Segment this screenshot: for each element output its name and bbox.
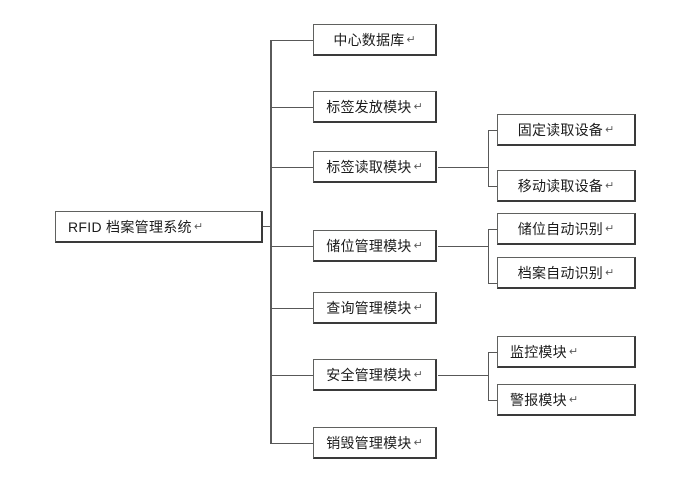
paragraph-mark-icon: ↵	[193, 221, 204, 233]
connector-node-6-spine	[488, 352, 489, 400]
paragraph-mark-icon: ↵	[604, 124, 615, 136]
node-mobile-reader-device[interactable]: 移动读取设备 ↵	[497, 170, 636, 202]
node-central-database-label: 中心数据库	[333, 31, 405, 48]
node-fixed-reader-device[interactable]: 固定读取设备 ↵	[497, 114, 636, 146]
paragraph-mark-icon: ↵	[413, 161, 423, 173]
paragraph-mark-icon: ↵	[604, 267, 615, 279]
node-destruction-management-module[interactable]: 销毁管理模块 ↵	[313, 427, 437, 459]
node-archive-auto-identification[interactable]: 档案自动识别 ↵	[497, 257, 636, 289]
connector-trunk-to-node-4	[270, 246, 314, 247]
node-query-management-module-label: 查询管理模块	[326, 299, 412, 316]
node-security-management-module-label: 安全管理模块	[326, 366, 412, 383]
paragraph-mark-icon: ↵	[413, 437, 423, 449]
connector-root-to-trunk	[262, 226, 272, 227]
paragraph-mark-icon: ↵	[413, 302, 423, 314]
node-fixed-reader-device-label: 固定读取设备	[517, 121, 603, 138]
node-monitoring-module-label: 监控模块	[510, 343, 567, 360]
paragraph-mark-icon: ↵	[604, 180, 615, 192]
connector-main-trunk	[270, 40, 272, 444]
node-alarm-module-label: 警报模块	[510, 391, 567, 408]
node-storage-auto-identification-label: 储位自动识别	[517, 220, 603, 237]
node-tag-reading-module-label: 标签读取模块	[326, 158, 412, 175]
node-storage-auto-identification[interactable]: 储位自动识别 ↵	[497, 213, 636, 245]
node-tag-issuing-module[interactable]: 标签发放模块 ↵	[313, 91, 437, 123]
node-security-management-module[interactable]: 安全管理模块 ↵	[313, 359, 437, 391]
connector-trunk-to-node-6	[270, 375, 314, 376]
node-root[interactable]: RFID 档案管理系统 ↵	[55, 211, 263, 243]
connector-trunk-to-node-1	[270, 40, 314, 41]
connector-node-4-to-child-2	[488, 283, 498, 284]
node-storage-management-module[interactable]: 储位管理模块 ↵	[313, 230, 437, 262]
connector-node-3-to-child-1	[488, 130, 498, 131]
paragraph-mark-icon: ↵	[406, 34, 416, 46]
node-archive-auto-identification-label: 档案自动识别	[517, 264, 603, 281]
connector-node-4-spine	[488, 229, 489, 283]
node-mobile-reader-device-label: 移动读取设备	[517, 177, 603, 194]
connector-node-6-out	[438, 375, 488, 376]
connector-trunk-to-node-7	[270, 443, 314, 444]
connector-node-3-out	[438, 167, 488, 168]
node-tag-issuing-module-label: 标签发放模块	[326, 98, 412, 115]
node-query-management-module[interactable]: 查询管理模块 ↵	[313, 292, 437, 324]
connector-node-4-out	[438, 246, 488, 247]
connector-node-6-to-child-2	[488, 400, 498, 401]
paragraph-mark-icon: ↵	[413, 369, 423, 381]
node-monitoring-module[interactable]: 监控模块 ↵	[497, 336, 636, 368]
paragraph-mark-icon: ↵	[568, 346, 579, 358]
connector-trunk-to-node-2	[270, 107, 314, 108]
paragraph-mark-icon: ↵	[413, 101, 423, 113]
paragraph-mark-icon: ↵	[413, 240, 423, 252]
connector-node-6-to-child-1	[488, 352, 498, 353]
connector-node-3-spine	[488, 130, 489, 186]
paragraph-mark-icon: ↵	[568, 394, 579, 406]
node-storage-management-module-label: 储位管理模块	[326, 237, 412, 254]
node-root-label: RFID 档案管理系统	[68, 218, 192, 235]
node-tag-reading-module[interactable]: 标签读取模块 ↵	[313, 151, 437, 183]
node-alarm-module[interactable]: 警报模块 ↵	[497, 384, 636, 416]
connector-trunk-to-node-5	[270, 308, 314, 309]
connector-node-3-to-child-2	[488, 186, 498, 187]
connector-node-4-to-child-1	[488, 229, 498, 230]
paragraph-mark-icon: ↵	[604, 223, 615, 235]
node-central-database[interactable]: 中心数据库 ↵	[313, 24, 437, 56]
node-destruction-management-module-label: 销毁管理模块	[326, 434, 412, 451]
connector-trunk-to-node-3	[270, 167, 314, 168]
